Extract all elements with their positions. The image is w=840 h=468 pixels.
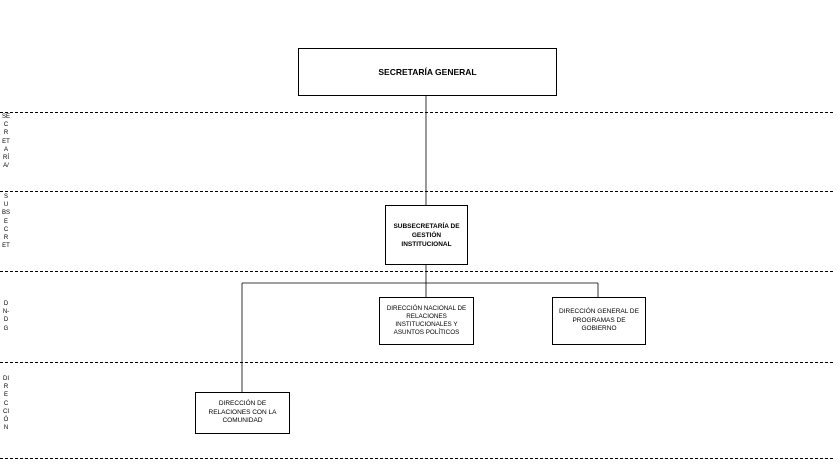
band-separator-4: [0, 362, 833, 363]
band-label-secretaria: SECRETARÍA/: [2, 114, 11, 170]
band-separator-1: [0, 112, 833, 113]
band-label-direccion: DIRECCIÓN: [3, 376, 9, 432]
band-label-dn-dg: DN-DG: [2, 301, 10, 332]
box-subsecretaria-label: SUBSECRETARÍA DE GESTIÓN INSTITUCIONAL: [393, 222, 460, 248]
band-separator-2: [0, 191, 833, 192]
box-secretaria-general-label: SECRETARÍA GENERAL: [378, 67, 477, 77]
box-dir-comunidad-label: DIRECCIÓN DE RELACIONES CON LA COMUNIDAD: [208, 400, 277, 425]
box-secretaria-general: SECRETARÍA GENERAL: [298, 48, 557, 96]
box-dg-programas-label: DIRECCIÓN GENERAL DE PROGRAMAS DE GOBIER…: [559, 308, 639, 333]
box-dg-programas: DIRECCIÓN GENERAL DE PROGRAMAS DE GOBIER…: [552, 297, 646, 345]
box-dn-relaciones-label: DIRECCIÓN NACIONAL DE RELACIONES INSTITU…: [386, 304, 467, 337]
box-subsecretaria: SUBSECRETARÍA DE GESTIÓN INSTITUCIONAL: [385, 205, 468, 265]
box-dir-comunidad: DIRECCIÓN DE RELACIONES CON LA COMUNIDAD: [195, 392, 290, 434]
band-separator-3: [0, 271, 833, 272]
band-separator-5: [0, 458, 833, 459]
box-dn-relaciones: DIRECCIÓN NACIONAL DE RELACIONES INSTITU…: [379, 297, 474, 345]
band-label-subsecret: SUBSECRET: [2, 194, 11, 250]
